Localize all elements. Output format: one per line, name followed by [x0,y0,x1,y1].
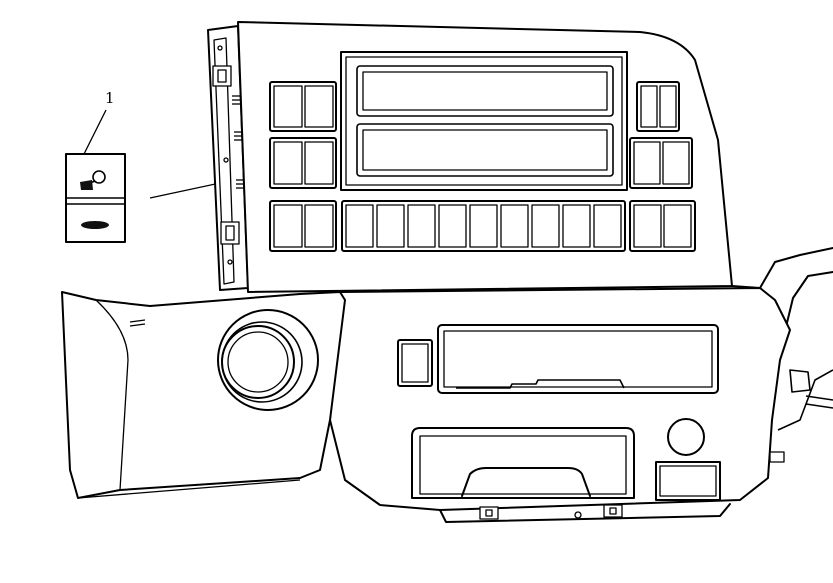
switch-panel-bezel [237,21,733,293]
radio-slot-opening [437,324,719,394]
rocker-switch-item-1 [65,153,126,243]
indicator-lens-icon [81,221,109,229]
center-display-housing [340,51,628,191]
lower-dashboard [61,247,833,523]
left-switch-block [269,81,337,189]
mounting-bracket [207,25,249,291]
callout-number-1: 1 [105,89,115,107]
storage-bin [411,427,635,499]
upper-switch-panel [207,21,733,293]
right-side-bracket [769,369,833,463]
key-lock-icon [80,170,106,190]
round-air-vent [217,309,319,411]
square-switch [655,461,721,501]
right-switch-block [629,81,693,189]
small-square-button [397,339,433,387]
round-button [667,418,705,456]
bottom-switch-row [269,200,696,252]
